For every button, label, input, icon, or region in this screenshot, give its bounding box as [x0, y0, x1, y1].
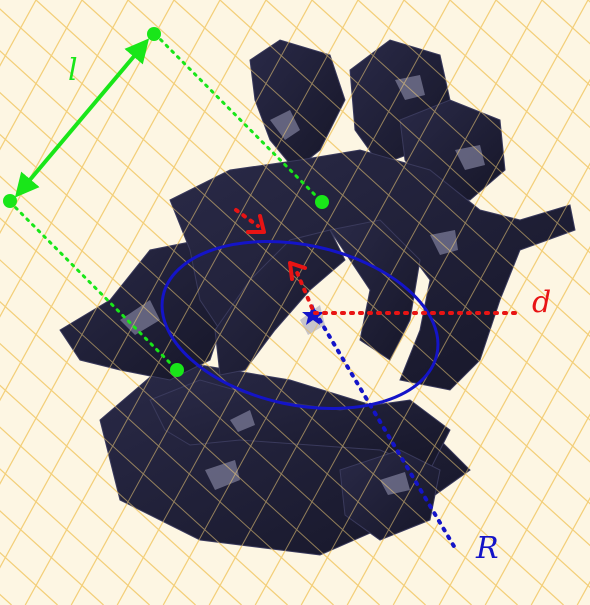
length-guide-bottom — [8, 200, 179, 372]
distance-top-arrow-head — [246, 214, 266, 234]
length-point-top-left — [147, 27, 161, 41]
structure-top-pillar-1 — [249, 39, 346, 171]
radius-line — [313, 310, 457, 550]
center-star-icon — [302, 304, 324, 325]
structure-strut-1 — [214, 229, 346, 376]
structure-front-block — [339, 449, 441, 541]
radius-label: R — [475, 531, 499, 566]
distance-label: d — [532, 285, 551, 320]
length-label: l — [68, 53, 78, 88]
distance-radial-line — [294, 268, 314, 310]
porous-structure — [59, 39, 576, 556]
distance-arrow-head — [288, 261, 307, 281]
pore-ellipse — [160, 240, 440, 410]
length-point-left — [3, 194, 17, 208]
length-arrow — [14, 38, 150, 198]
length-point-node-top — [315, 195, 329, 209]
length-point-node-bottom — [170, 363, 184, 377]
length-guide-top — [153, 32, 324, 204]
